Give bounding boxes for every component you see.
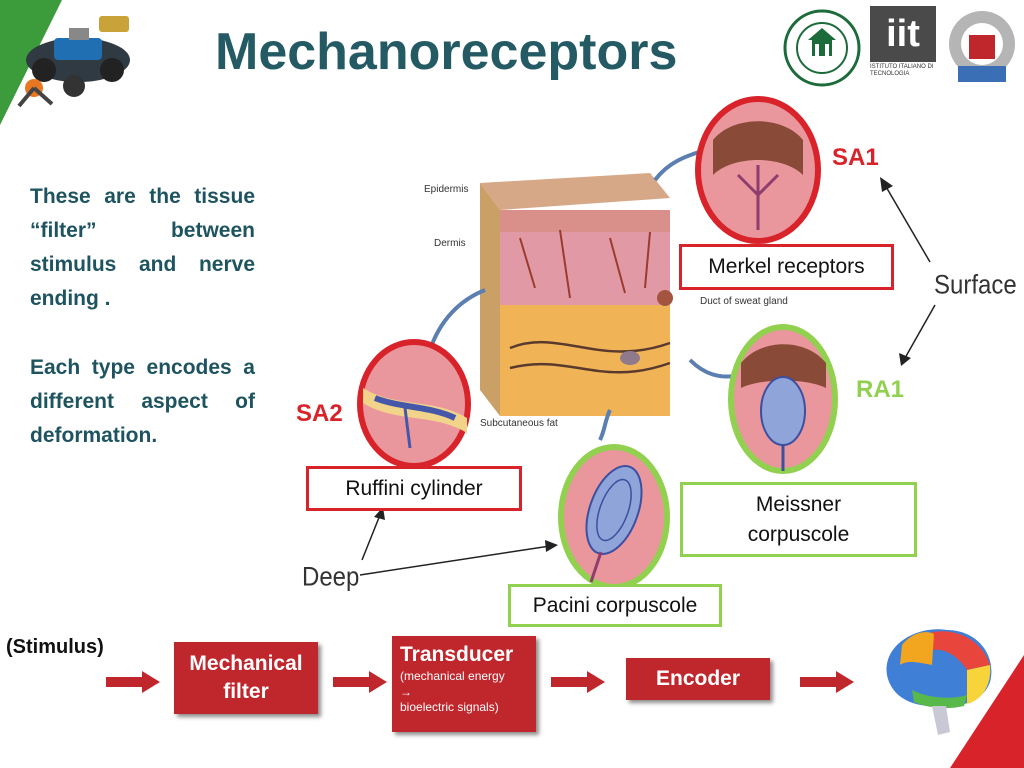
label-box-ruffini: Ruffini cylinder [306, 466, 522, 511]
transducer-detail-line-1: (mechanical energy [400, 669, 505, 683]
depth-label-surface: Surface [934, 270, 1017, 301]
corner-triangle-bottom-right [950, 655, 1024, 768]
centrale-lyon-logo [946, 8, 1018, 88]
pacini-corpuscle-circle [558, 444, 670, 590]
flow-arrow-2 [333, 671, 387, 693]
encoder-label: Encoder [655, 667, 741, 690]
transducer-box: Transducer (mechanical energy → bioelect… [392, 636, 536, 732]
mechanical-filter-label: Mechanical filter [189, 652, 303, 703]
flow-arrow-4 [800, 671, 854, 693]
label-box-pacini: Pacini corpuscole [508, 584, 722, 627]
robot-illustration [17, 16, 130, 108]
receptor-code-ra1: RA1 [856, 376, 905, 403]
description-paragraph-2: Each type encodes a different aspect of … [30, 356, 255, 447]
receptor-code-sa1: SA1 [832, 144, 879, 171]
transducer-detail-line-2: bioelectric signals) [400, 700, 499, 714]
flow-arrow-1 [106, 671, 160, 693]
skin-cross-section [480, 173, 673, 416]
layer-label-epidermis: Epidermis [424, 184, 469, 195]
brain-illustration [886, 629, 992, 735]
encoder-box: Encoder [626, 658, 770, 700]
iit-logo-mark: iit [870, 6, 936, 62]
layer-label-dermis: Dermis [434, 238, 466, 249]
mechanical-filter-box: Mechanical filter [174, 642, 318, 714]
receptor-code-sa2: SA2 [296, 400, 343, 427]
ruffini-cylinder-circle [357, 339, 471, 469]
label-box-merkel: Merkel receptors [679, 244, 894, 290]
flow-arrow-3 [551, 671, 605, 693]
sun-yat-sen-logo [782, 8, 862, 88]
iit-logo-caption: ISTITUTO ITALIANO DI TECNOLOGIA [870, 64, 934, 77]
transducer-detail-arrow: → [400, 685, 412, 699]
label-box-meissner: Meissner corpuscole [680, 482, 917, 557]
layer-label-sweat-duct: Duct of sweat gland [700, 296, 788, 307]
layer-label-subcutaneous-fat: Subcutaneous fat [480, 418, 558, 429]
iit-logo: iit ISTITUTO ITALIANO DI TECNOLOGIA [870, 6, 940, 86]
page-title: Mechanoreceptors [215, 23, 678, 81]
transducer-title: Transducer [400, 643, 514, 666]
depth-label-deep: Deep [302, 562, 360, 593]
merkel-receptor-circle [695, 96, 821, 244]
description-paragraph-1: These are the tissue “filter” between st… [30, 185, 255, 310]
stimulus-label: (Stimulus) [6, 636, 104, 658]
meissner-corpuscle-circle [728, 324, 838, 474]
